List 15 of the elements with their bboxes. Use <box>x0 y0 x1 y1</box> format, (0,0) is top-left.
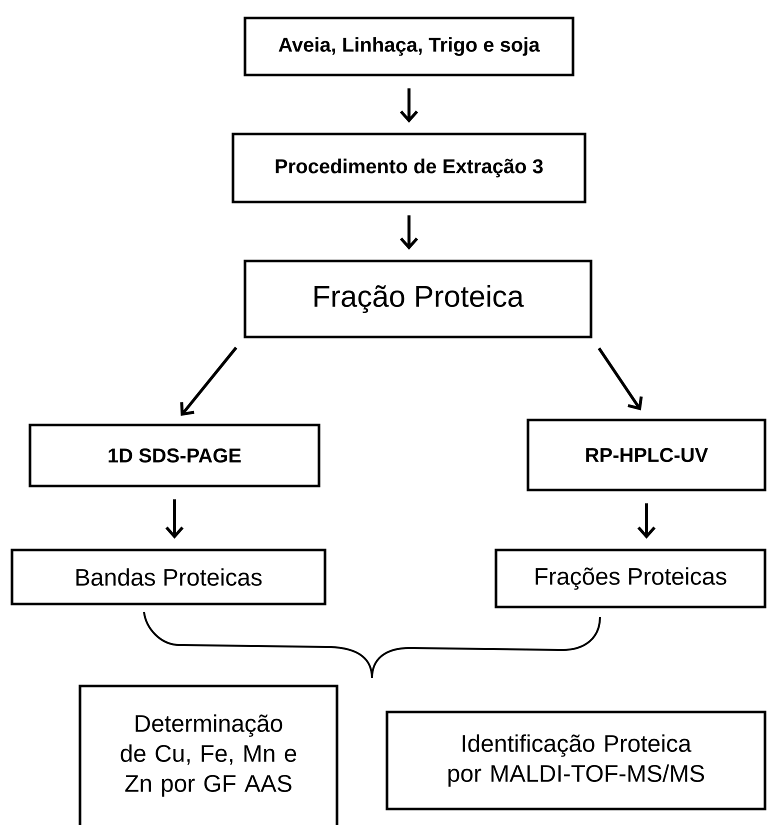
process-box: 1D SDS-PAGE <box>28 424 320 488</box>
arrow <box>165 499 184 539</box>
arrow <box>598 347 643 410</box>
arrow <box>400 215 418 250</box>
analysis-box: Identificação Proteica por MALDI-TOF-MS/MS <box>386 710 766 810</box>
result-box: Frações Proteicas <box>494 548 766 608</box>
arrow <box>637 503 656 539</box>
process-box: Aveia, Linhaça, Trigo e soja <box>244 16 574 76</box>
result-box: Fração Proteica <box>244 260 592 338</box>
arrow <box>400 88 418 123</box>
analysis-box: Determinação de Cu, Fe, Mn e Zn por GF AAS <box>78 684 338 825</box>
arrow <box>180 346 238 416</box>
result-box: Bandas Proteicas <box>10 548 326 606</box>
process-box: RP-HPLC-UV <box>526 418 766 492</box>
process-box: Procedimento de Extração 3 <box>232 132 586 204</box>
